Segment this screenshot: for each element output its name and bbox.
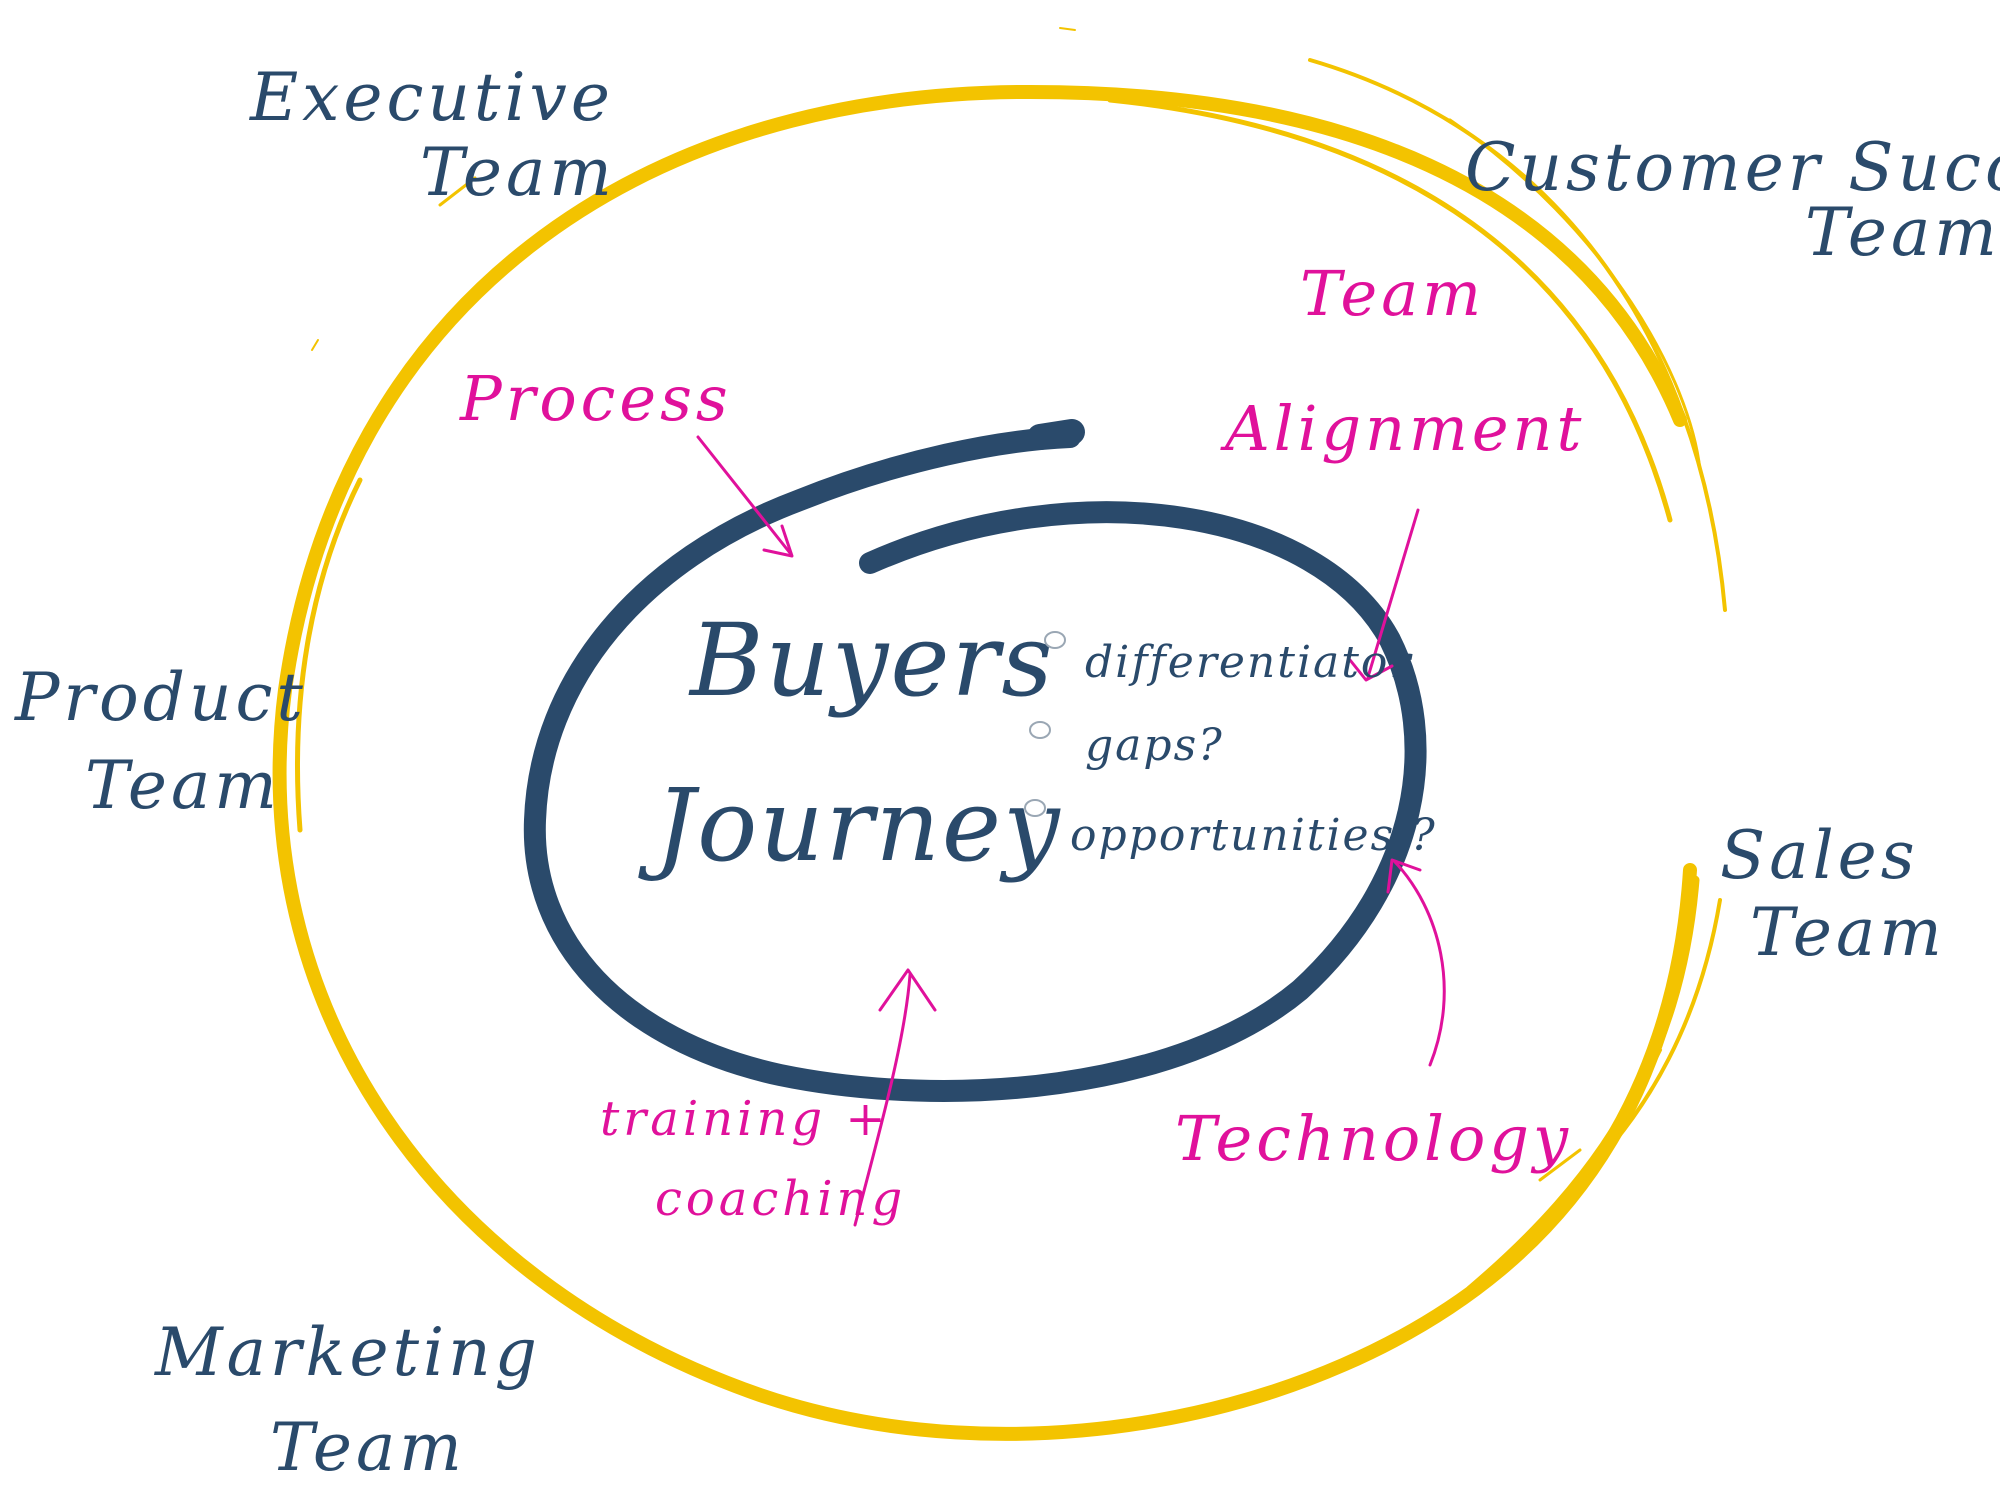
- enabler-arrows: [696, 435, 1446, 1227]
- sales-team-label: Sales Team: [1720, 817, 1946, 971]
- bullet-item: opportunities ?: [1024, 799, 1437, 861]
- executive-team-line1: Executive: [249, 59, 614, 136]
- inner-navy-oval: [523, 419, 1427, 1102]
- bullet-marker: [1044, 631, 1066, 649]
- sales-team-line2: Team: [1750, 894, 1946, 971]
- bullet-list: differentiator gaps? opportunities ?: [1024, 631, 1437, 861]
- marketing-team-line2: Team: [270, 1409, 466, 1486]
- bullet-item: differentiator: [1044, 631, 1413, 688]
- outer-circle-lower-right: [1465, 875, 1700, 1295]
- center-title-line2: Journey: [638, 767, 1062, 884]
- training-line2: coaching: [655, 1171, 906, 1227]
- team-alignment-arrow: [1348, 508, 1420, 682]
- executive-team-label: Executive Team: [249, 59, 616, 211]
- outer-circle-lower-right-2: [1578, 898, 1722, 1182]
- process-label: Process: [459, 362, 732, 435]
- bullet-text-opportunities: opportunities ?: [1070, 810, 1437, 861]
- outer-circle-fleck-right-2: [1538, 1148, 1582, 1182]
- team-alignment-line1: Team: [1300, 257, 1485, 330]
- customer-success-team-line1: Customer Success: [1465, 129, 2000, 206]
- training-line1: training +: [600, 1091, 890, 1147]
- technology-label: Technology: [1175, 1102, 1572, 1175]
- customer-success-team-line2: Team: [1805, 194, 2000, 271]
- bullet-text-differentiator: differentiator: [1085, 637, 1413, 688]
- enabler-labels: Process Team Alignment training + coachi…: [459, 257, 1585, 1227]
- sales-team-line1: Sales: [1720, 817, 1919, 894]
- team-alignment-label: Team Alignment: [1220, 257, 1585, 465]
- team-labels: Executive Team Customer Success Team Pro…: [14, 59, 2000, 1486]
- bullet-text-gaps: gaps?: [1085, 720, 1224, 771]
- customer-success-team-label: Customer Success Team: [1465, 129, 2000, 271]
- executive-team-line2: Team: [420, 134, 616, 211]
- outer-circle-fleck-top: [1059, 27, 1076, 31]
- outer-circle-left-inner: [295, 477, 363, 833]
- product-team-line2: Team: [85, 747, 281, 824]
- technology-arrow: [1386, 858, 1446, 1067]
- training-coaching-label: training + coaching: [600, 1091, 906, 1227]
- center-title-line1: Buyers: [688, 602, 1055, 719]
- inner-oval-cap: [1027, 419, 1085, 450]
- marketing-team-line1: Marketing: [154, 1314, 541, 1391]
- outer-circle-wisp-right-2: [1448, 118, 1702, 472]
- outer-circle-fleck-left: [311, 339, 319, 351]
- training-arrow: [853, 968, 937, 1227]
- outer-circle-inner-stroke: [1107, 97, 1673, 523]
- bullet-marker: [1024, 799, 1046, 817]
- inner-oval-stroke: [523, 426, 1427, 1102]
- outer-circle-fleck-right-1: [1638, 1048, 1662, 1092]
- center-title: Buyers Journey: [638, 602, 1062, 884]
- outer-circle-fleck-exec: [438, 176, 477, 207]
- bullet-marker: [1029, 721, 1051, 739]
- product-team-line1: Product: [14, 659, 307, 736]
- bullet-item: gaps?: [1029, 720, 1224, 771]
- marketing-team-label: Marketing Team: [154, 1314, 541, 1486]
- process-arrow: [696, 435, 794, 558]
- team-alignment-line2: Alignment: [1220, 392, 1585, 465]
- outer-yellow-circle: [272, 27, 1727, 1441]
- product-team-label: Product Team: [14, 659, 307, 824]
